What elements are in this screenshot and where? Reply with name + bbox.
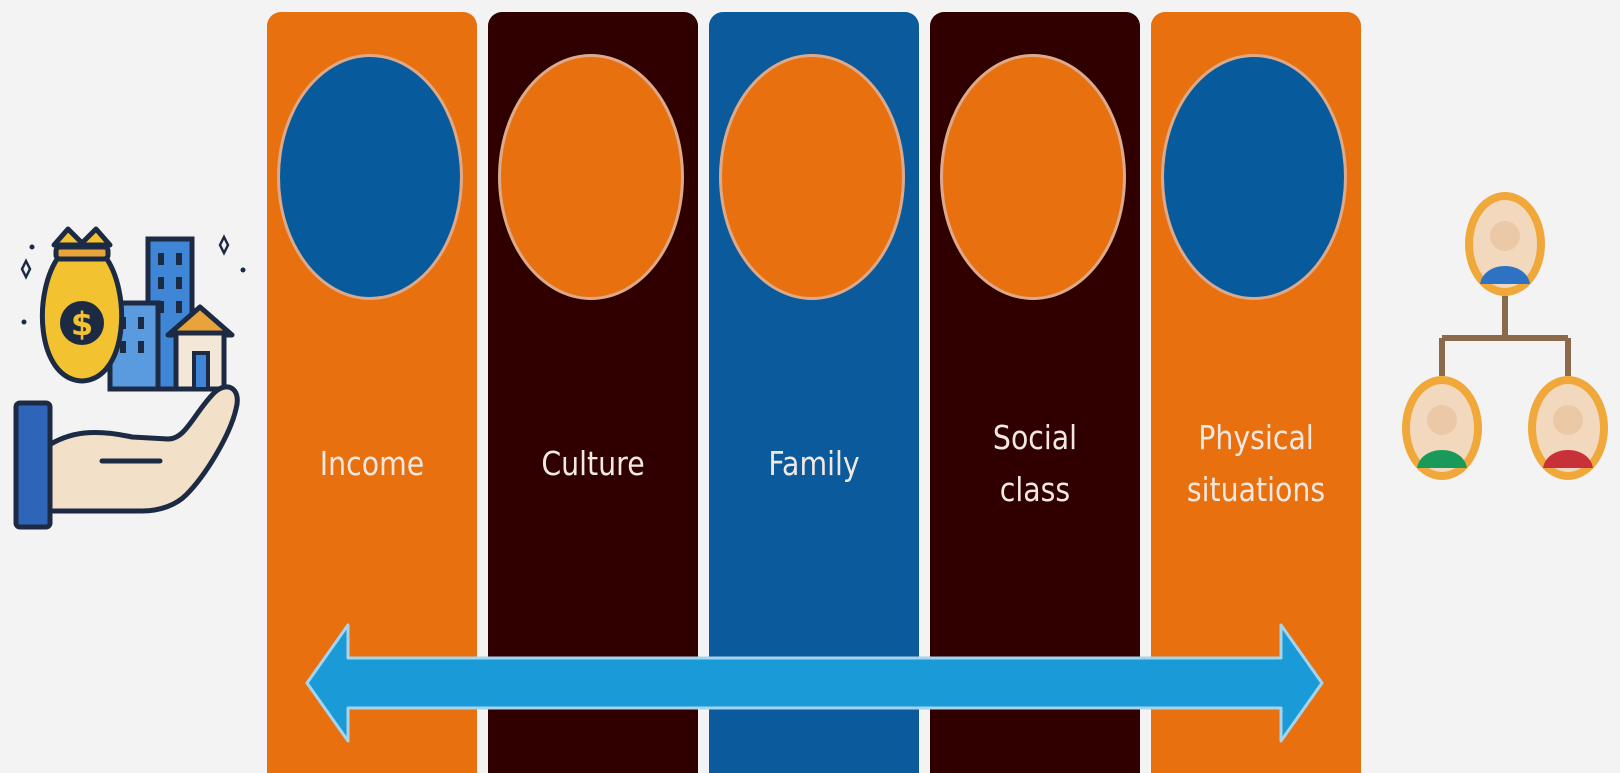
- column-culture: Culture: [488, 12, 698, 773]
- column-circle: [719, 54, 905, 300]
- column-circle: [940, 54, 1126, 300]
- column-social-class: Social class: [930, 12, 1140, 773]
- family-tree-icon: [1402, 192, 1608, 480]
- column-label: Culture: [541, 444, 645, 483]
- column-income: Income: [267, 12, 477, 773]
- column-circle: [498, 54, 684, 300]
- column-circle: [1161, 54, 1347, 300]
- column-label: Income: [319, 444, 425, 483]
- column-physical-situations: Physical situations: [1151, 12, 1361, 773]
- column-label: Family: [768, 444, 860, 483]
- column-circle: [277, 54, 463, 300]
- column-label: Social class: [992, 418, 1078, 509]
- double-arrow: [305, 623, 1324, 743]
- money-hand-icon: $: [13, 226, 246, 530]
- svg-text:$: $: [71, 305, 93, 343]
- column-family: Family: [709, 12, 919, 773]
- column-label: Physical situations: [1186, 418, 1326, 509]
